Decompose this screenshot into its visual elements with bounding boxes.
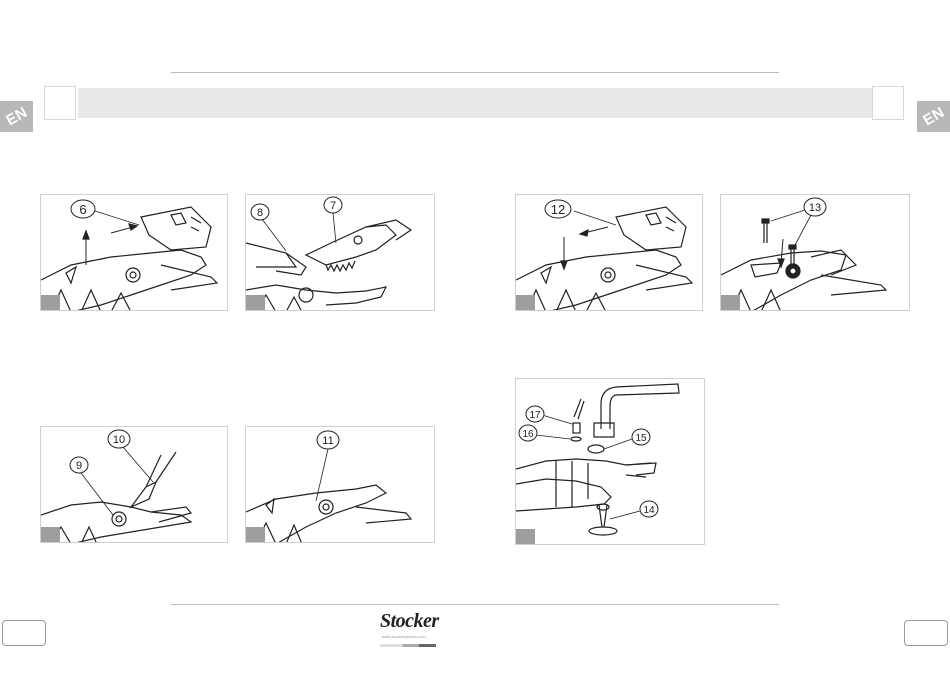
figure-d-drawing: 11 bbox=[246, 427, 435, 543]
bottom-rule bbox=[171, 604, 779, 605]
callout-8: 8 bbox=[251, 204, 286, 251]
figure-a-corner-tab bbox=[41, 295, 60, 310]
callout-6: 6 bbox=[71, 200, 95, 218]
figure-e-corner-tab bbox=[516, 295, 535, 310]
callout-10-label: 10 bbox=[113, 434, 125, 446]
figure-f: 13 bbox=[720, 194, 910, 311]
figure-d: 11 bbox=[245, 426, 435, 543]
brand-url: www.stockergarden.com bbox=[382, 634, 426, 639]
figure-f-corner-tab bbox=[721, 295, 740, 310]
callout-9-label: 9 bbox=[76, 460, 82, 472]
callout-15: 15 bbox=[604, 429, 650, 449]
callout-7-label: 7 bbox=[330, 200, 336, 212]
callout-9: 9 bbox=[70, 457, 113, 515]
callout-8-label: 8 bbox=[257, 207, 263, 219]
callout-17: 17 bbox=[526, 406, 572, 424]
callout-12: 12 bbox=[545, 200, 571, 218]
callout-10: 10 bbox=[108, 430, 153, 482]
figure-g: 17 16 15 14 bbox=[515, 378, 705, 545]
figure-d-corner-tab bbox=[246, 527, 265, 542]
callout-16-label: 16 bbox=[522, 429, 534, 440]
figure-c-corner-tab bbox=[41, 527, 60, 542]
figure-e: 12 bbox=[515, 194, 703, 311]
page-tab-right bbox=[904, 620, 948, 646]
brand-logo: Stocker bbox=[380, 610, 439, 633]
callout-17-label: 17 bbox=[529, 410, 541, 421]
language-badge-right: EN bbox=[917, 101, 950, 132]
brand-logo-bar bbox=[380, 644, 436, 647]
figure-e-drawing: 12 bbox=[516, 195, 703, 311]
callout-7: 7 bbox=[324, 197, 342, 243]
figure-a: 6 bbox=[40, 194, 228, 311]
callout-6-label: 6 bbox=[79, 202, 86, 217]
figure-b: 8 7 bbox=[245, 194, 435, 311]
figure-c: 10 9 bbox=[40, 426, 228, 543]
header-box-right bbox=[872, 86, 904, 120]
callout-11-label: 11 bbox=[322, 435, 333, 447]
callout-13-label: 13 bbox=[809, 202, 821, 214]
callout-16: 16 bbox=[519, 425, 570, 441]
top-rule bbox=[171, 72, 779, 73]
figure-b-drawing: 8 7 bbox=[246, 195, 435, 311]
header-box-left bbox=[44, 86, 76, 120]
callout-13: 13 bbox=[771, 198, 826, 245]
callout-14-label: 14 bbox=[643, 505, 655, 516]
figure-a-drawing: 6 bbox=[41, 195, 228, 311]
page-tab-left bbox=[2, 620, 46, 646]
figure-g-drawing: 17 16 15 14 bbox=[516, 379, 705, 545]
language-badge-left: EN bbox=[0, 101, 33, 132]
language-label-right: EN bbox=[920, 104, 947, 130]
figure-g-corner-tab bbox=[516, 529, 535, 544]
callout-12-label: 12 bbox=[551, 202, 565, 217]
callout-14: 14 bbox=[610, 501, 658, 519]
figure-b-corner-tab bbox=[246, 295, 265, 310]
header-band bbox=[78, 88, 872, 118]
callout-15-label: 15 bbox=[635, 433, 647, 444]
figure-c-drawing: 10 9 bbox=[41, 427, 228, 543]
language-label-left: EN bbox=[3, 104, 30, 130]
figure-f-drawing: 13 bbox=[721, 195, 910, 311]
